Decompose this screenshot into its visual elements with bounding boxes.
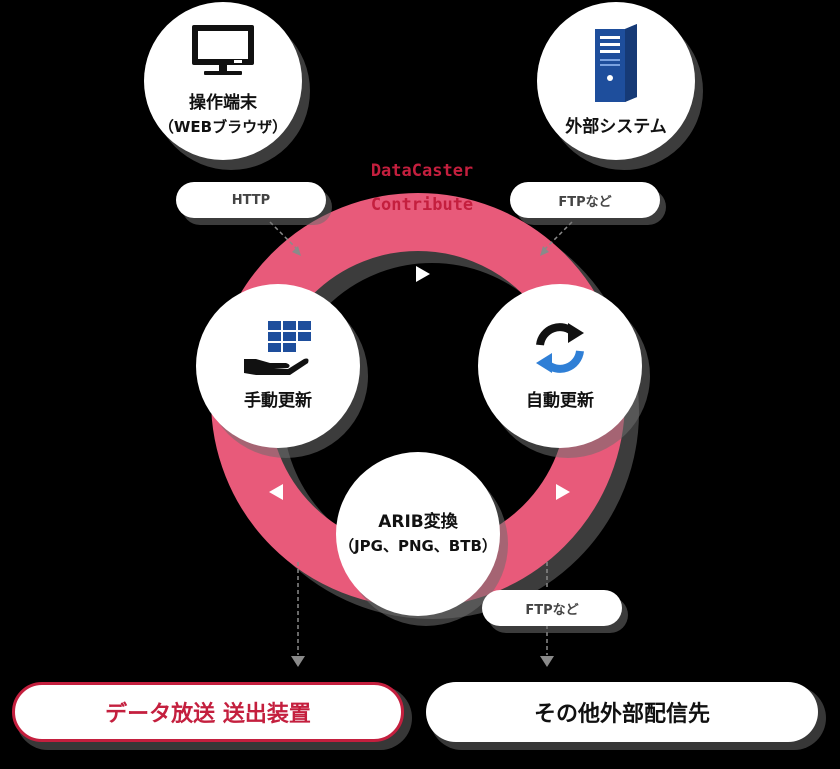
brand-line2: Contribute xyxy=(370,195,474,215)
ftp-top-label: FTPなど xyxy=(510,182,660,218)
http-arrowhead xyxy=(292,246,301,256)
server-icon xyxy=(595,24,637,102)
broadcast-output: データ放送 送出装置 xyxy=(12,682,404,742)
terminal-label: 操作端末 xyxy=(189,93,257,113)
arib-label: ARIB変換 xyxy=(378,512,458,532)
other-arrowhead xyxy=(540,656,554,667)
brand-line1: DataCaster xyxy=(370,161,474,181)
manual-update-label: 手動更新 xyxy=(244,391,312,411)
arib-node: ARIB変換 （JPG、PNG、BTB） xyxy=(336,452,500,616)
hand-grid-icon xyxy=(244,321,311,375)
other-output: その他外部配信先 xyxy=(426,682,818,742)
ftp-bottom-label: FTPなど xyxy=(482,590,622,626)
ring-arrow-left xyxy=(269,484,283,500)
brand-logo: DataCaster Contribute xyxy=(352,154,492,222)
broadcast-output-label: データ放送 送出装置 xyxy=(105,702,311,727)
auto-update-node: 自動更新 xyxy=(478,284,642,448)
external-system-label: 外部システム xyxy=(565,117,667,137)
other-output-label: その他外部配信先 xyxy=(533,702,710,727)
broadcast-arrowhead xyxy=(291,656,305,667)
ftp-top-arrowhead xyxy=(540,246,549,256)
monitor-icon xyxy=(192,25,254,75)
http-label: HTTP xyxy=(176,182,326,218)
arib-formats: （JPG、PNG、BTB） xyxy=(339,537,497,555)
manual-update-node: 手動更新 xyxy=(196,284,360,448)
ring-arrow-top xyxy=(416,266,430,282)
external-system-node: 外部システム xyxy=(537,2,695,160)
refresh-icon xyxy=(536,323,584,373)
terminal-node: 操作端末 （WEBブラウザ） xyxy=(144,2,302,160)
ring-arrow-right xyxy=(556,484,570,500)
auto-update-label: 自動更新 xyxy=(526,391,594,411)
terminal-sublabel: （WEBブラウザ） xyxy=(158,118,288,136)
